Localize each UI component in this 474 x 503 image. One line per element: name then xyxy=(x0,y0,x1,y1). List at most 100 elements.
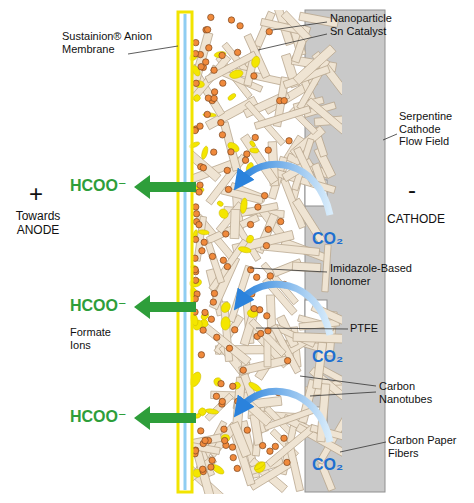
part-label: Nanoparticle Sn Catalyst xyxy=(330,12,402,37)
sn-particle xyxy=(267,273,273,279)
leader-line xyxy=(310,392,376,396)
sn-particle xyxy=(247,267,253,273)
carbon-fiber xyxy=(293,333,342,344)
sn-particle xyxy=(209,253,215,259)
sn-particle xyxy=(204,111,210,117)
sn-particle xyxy=(219,132,225,138)
ionomer-blob xyxy=(252,460,267,475)
sn-particle xyxy=(193,211,199,217)
ionomer-blob xyxy=(200,146,209,160)
sn-particle xyxy=(277,218,283,224)
sn-particle xyxy=(201,239,207,245)
sn-particle xyxy=(228,149,234,155)
carbon-fiber xyxy=(205,51,257,83)
species-label: HCOO⁻ xyxy=(70,408,132,426)
carbon-fiber xyxy=(260,242,319,255)
part-label: Carbon Paper Fibers xyxy=(388,434,462,459)
ionomer-blobs xyxy=(188,49,268,477)
sn-particle xyxy=(224,263,230,269)
sn-particle xyxy=(247,221,253,227)
ionomer-blob xyxy=(192,93,201,102)
sn-particle xyxy=(208,316,214,322)
sn-particle xyxy=(211,67,217,73)
co2-flow-arrow xyxy=(240,164,330,215)
leader-lines xyxy=(128,22,397,452)
sn-particle xyxy=(200,165,206,171)
sn-particle xyxy=(230,454,236,460)
sn-particle xyxy=(229,444,235,450)
species-label: HCOO⁻ xyxy=(70,297,132,315)
ionomer-blob xyxy=(194,80,205,88)
sn-particle xyxy=(265,328,271,334)
part-label: Imidazole-Based Ionomer xyxy=(330,262,425,287)
sn-particle xyxy=(222,437,228,443)
sn-particle xyxy=(240,367,246,373)
sn-particle xyxy=(258,330,264,336)
ionomer-blob xyxy=(221,316,231,330)
carbon-fiber xyxy=(266,424,316,467)
sn-particle xyxy=(211,290,217,296)
sn-particle xyxy=(225,186,231,192)
carbon-fiber xyxy=(293,45,336,85)
sn-particle xyxy=(257,307,263,313)
leader-line xyxy=(272,22,327,30)
leader-line xyxy=(340,442,386,452)
sn-particle xyxy=(234,465,240,471)
part-label: PTFE xyxy=(350,322,390,335)
sn-particle xyxy=(272,443,278,449)
part-label: Serpentine Cathode Flow Field xyxy=(399,110,461,148)
sn-particle xyxy=(209,457,215,463)
ionomer-blob xyxy=(250,55,261,68)
part-label: Formate Ions xyxy=(70,326,126,351)
formate-arrow xyxy=(134,406,196,430)
sn-particle xyxy=(218,119,224,125)
sn-particle xyxy=(230,383,236,389)
sn-particle xyxy=(244,151,250,157)
sn-particle xyxy=(220,257,226,263)
ionomer-blob xyxy=(220,301,233,314)
co2-flow-arrow xyxy=(240,391,330,442)
sn-particle xyxy=(202,309,208,315)
ionomer-blob xyxy=(198,229,209,235)
formate-arrow xyxy=(134,175,196,199)
part-label: + xyxy=(18,180,54,208)
sn-particle xyxy=(237,23,243,29)
sn-particle xyxy=(226,345,232,351)
part-label: - xyxy=(394,176,430,204)
sn-particle xyxy=(210,299,216,305)
co2-flow-arrow xyxy=(240,284,330,335)
sn-particle xyxy=(197,182,203,188)
sn-particle xyxy=(197,123,203,129)
carbon-fiber xyxy=(230,209,240,238)
part-label: CATHODE xyxy=(380,213,452,227)
carbon-fiber xyxy=(254,106,311,130)
sn-particle xyxy=(219,398,225,404)
leader-line xyxy=(250,268,327,272)
sn-particle xyxy=(211,149,217,155)
sn-particle xyxy=(198,352,204,358)
species-label: HCOO⁻ xyxy=(70,177,132,195)
ionomer-blob xyxy=(245,234,254,244)
ionomer-blob xyxy=(205,408,219,415)
carbon-fiber xyxy=(205,393,233,421)
carbon-fiber xyxy=(306,98,342,136)
ionomer-blob xyxy=(217,207,230,220)
ionomer-blob xyxy=(239,198,248,214)
sn-particle xyxy=(232,327,238,333)
sn-particle xyxy=(193,39,199,45)
ionomer-blob xyxy=(253,461,266,472)
sn-particle xyxy=(206,45,212,51)
carbon-fiber xyxy=(249,319,286,357)
sn-particle xyxy=(223,231,229,237)
carbon-fiber xyxy=(192,447,214,494)
sn-particle xyxy=(218,380,224,386)
sn-particle xyxy=(281,435,287,441)
leader-line xyxy=(300,376,376,386)
carbon-paper-fibers xyxy=(192,10,342,494)
part-label: Towards ANODE xyxy=(6,210,70,238)
leader-line xyxy=(256,328,348,329)
sn-particle xyxy=(198,428,204,434)
ionomer-blob xyxy=(216,200,224,207)
sn-particle xyxy=(242,157,248,163)
part-label: Sustainion® Anion Membrane xyxy=(62,30,174,55)
